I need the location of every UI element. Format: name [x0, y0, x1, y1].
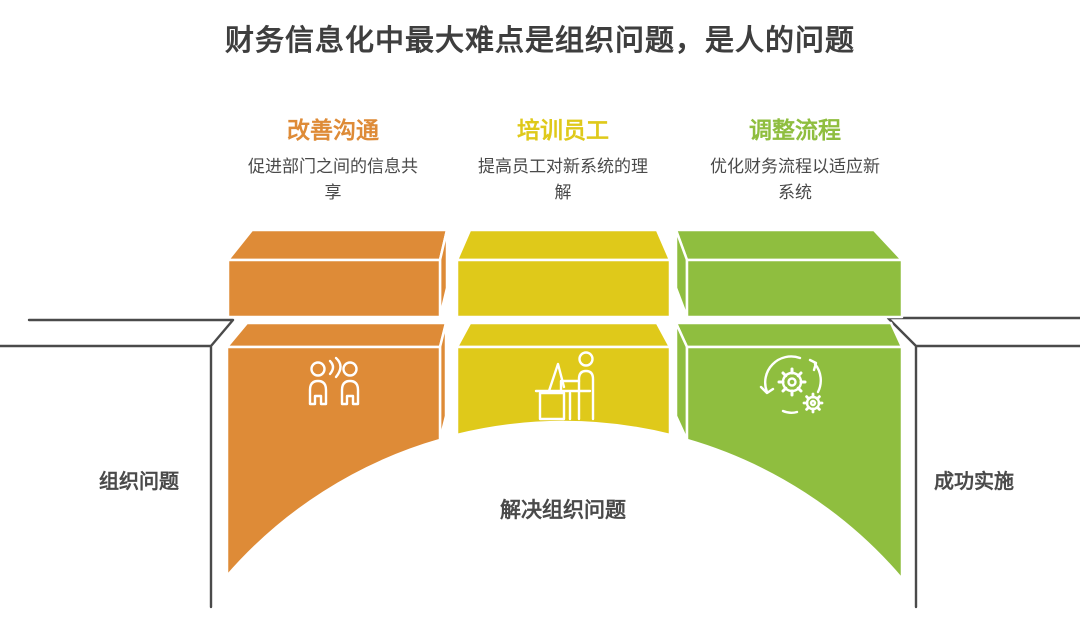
ledge-outlines	[0, 316, 1080, 609]
gears-refresh-icon	[759, 355, 824, 414]
process-arch-block	[674, 321, 904, 581]
training-top-block	[455, 228, 672, 319]
column-desc-process: 优化财务流程以适应新系统	[710, 157, 880, 202]
left-ledge-outline	[0, 318, 235, 609]
people-communication-icon	[308, 356, 360, 406]
process-top-block	[674, 228, 904, 319]
communication-arch-block	[225, 321, 448, 578]
right-cliff-label: 成功实施	[934, 471, 1014, 493]
page-title: 财务信息化中最大难点是组织问题，是人的问题	[224, 25, 855, 57]
block-icons	[308, 351, 824, 421]
bottom-block-row	[225, 321, 904, 581]
column-header-training: 培训员工	[517, 117, 609, 143]
communication-top-block	[226, 228, 449, 319]
column-desc-communication: 促进部门之间的信息共享	[248, 157, 418, 202]
column-header-process: 调整流程	[749, 117, 841, 143]
arch-center-label: 解决组织问题	[500, 499, 626, 522]
left-cliff-label: 组织问题	[99, 471, 179, 493]
right-ledge-outline	[886, 316, 1080, 609]
trainer-at-podium-icon	[534, 351, 595, 421]
column-desc-training: 提高员工对新系统的理解	[478, 157, 648, 202]
top-block-row	[226, 228, 904, 319]
column-header-communication: 改善沟通	[287, 117, 379, 143]
